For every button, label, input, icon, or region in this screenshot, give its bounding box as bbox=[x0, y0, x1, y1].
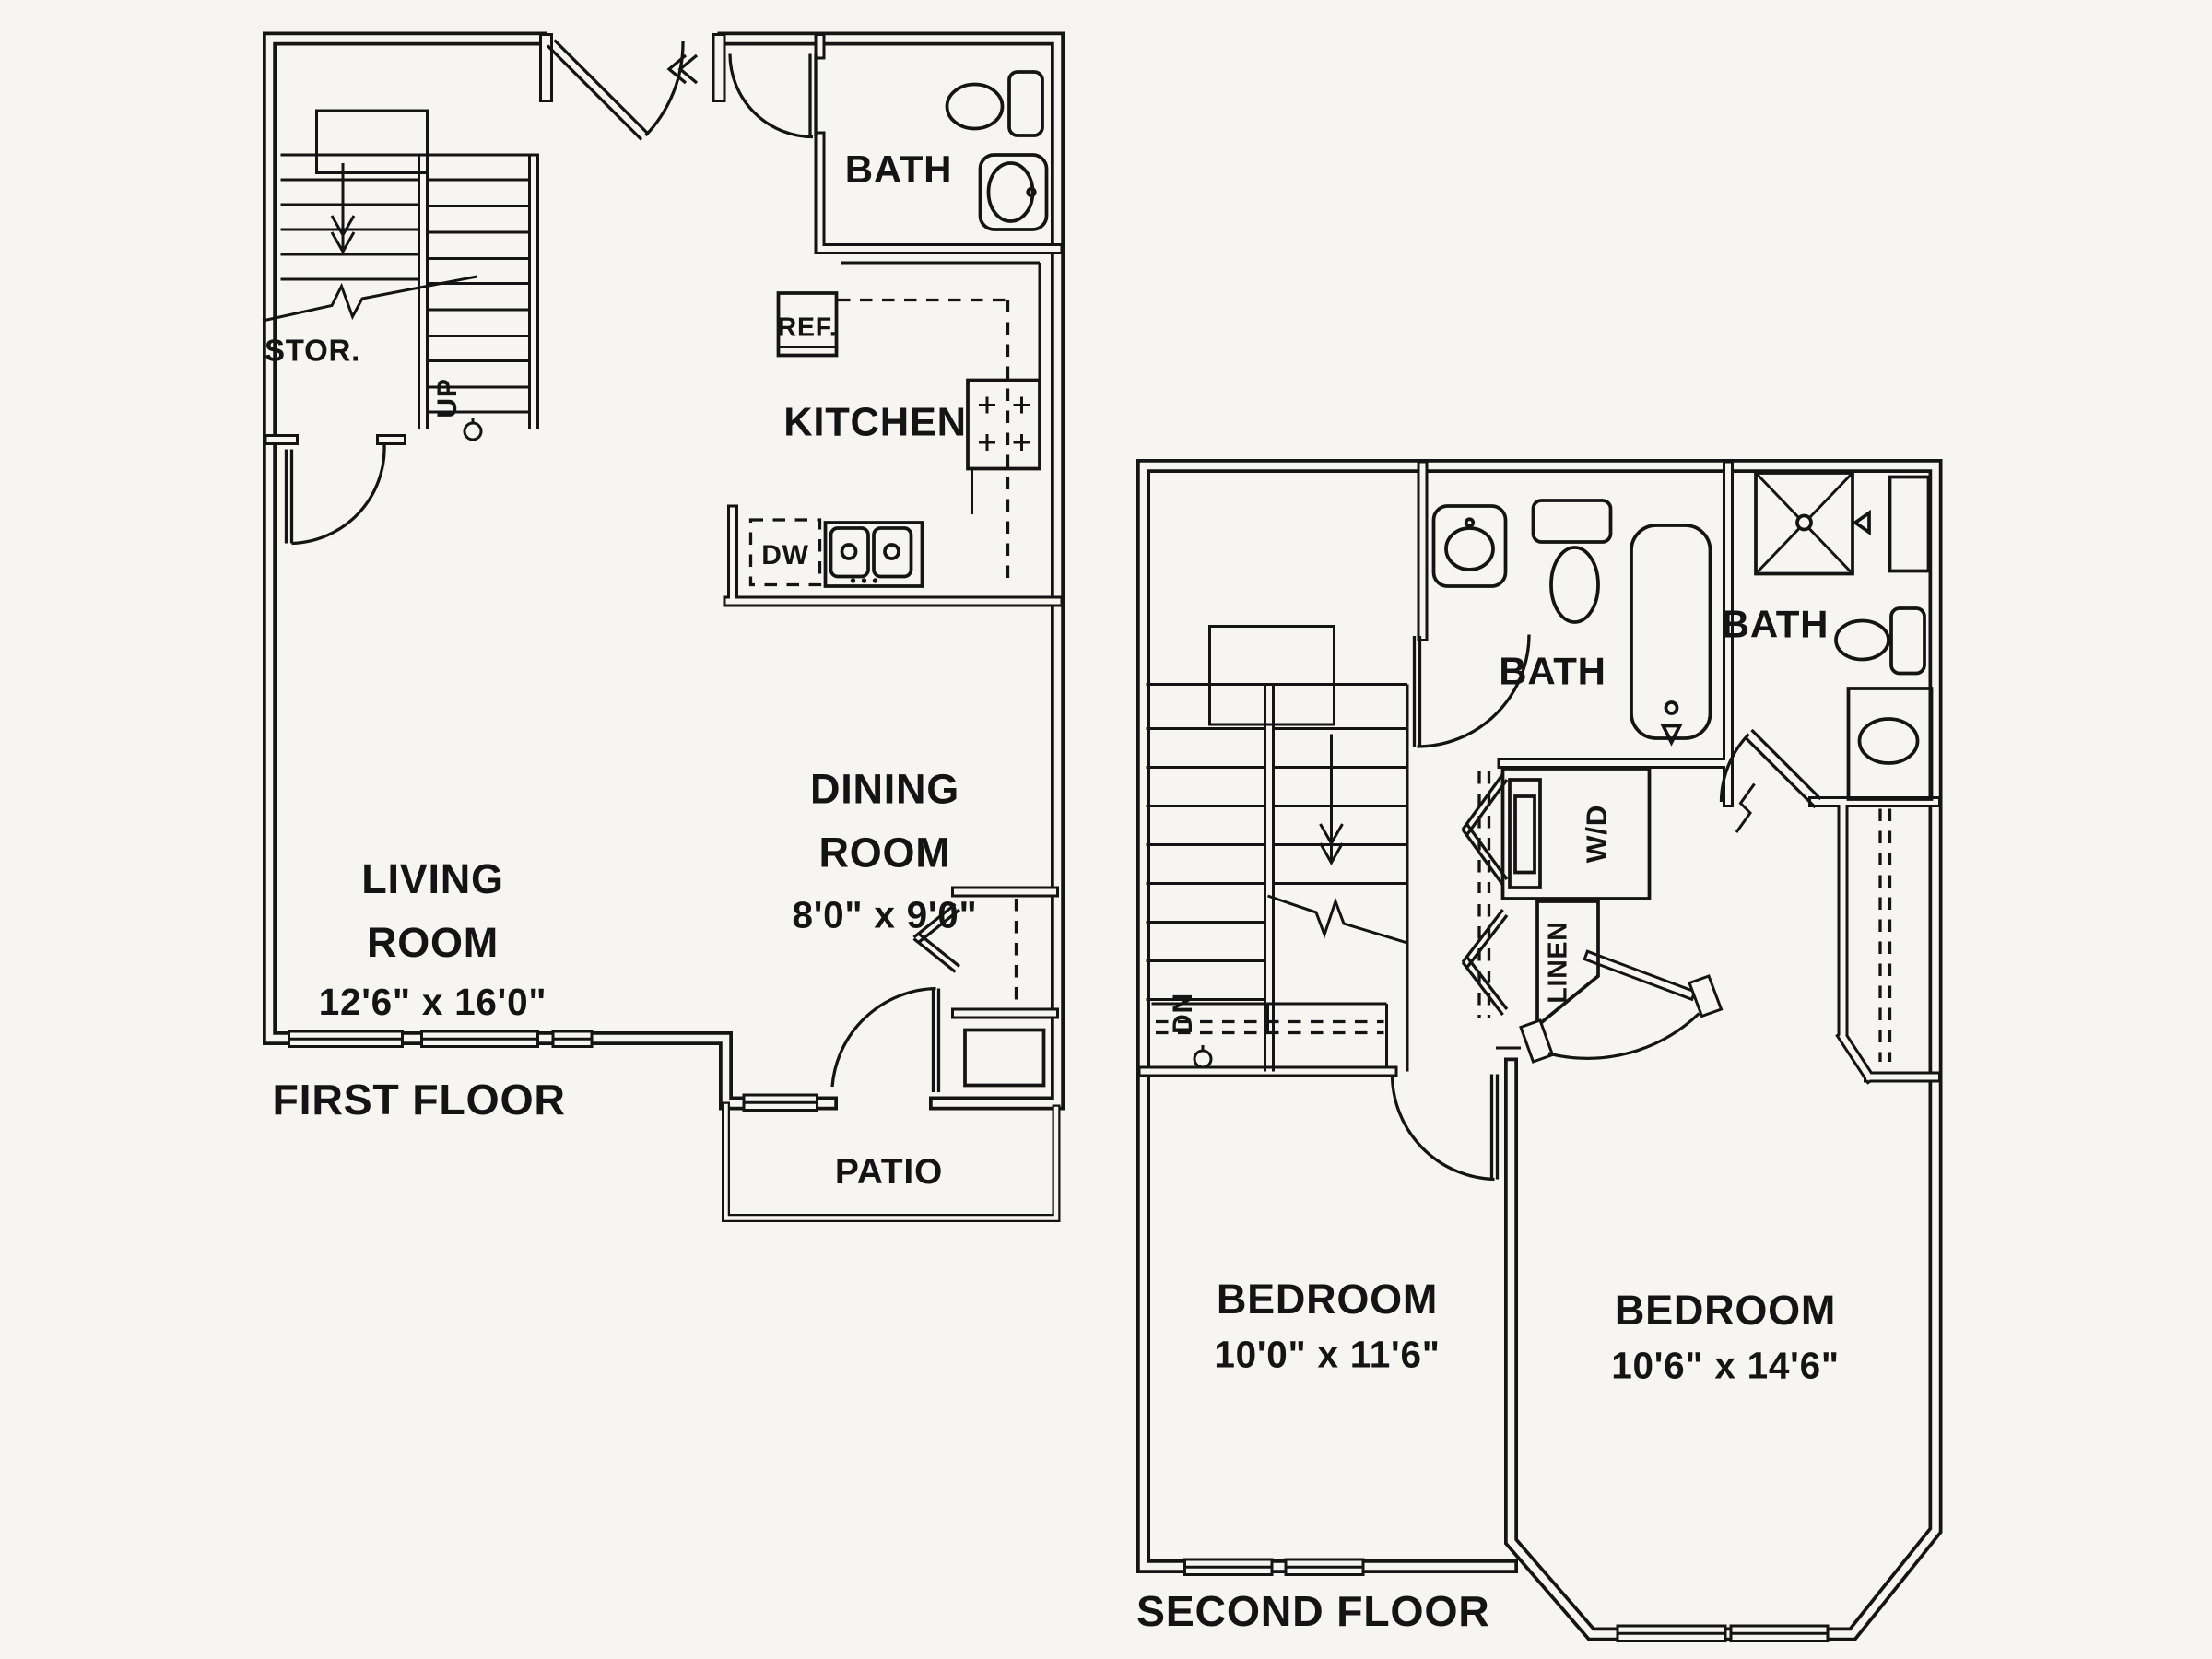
label-living-1: LIVING bbox=[361, 855, 504, 902]
second-floor-windows bbox=[1183, 1558, 1830, 1642]
bath-door bbox=[1719, 728, 1822, 833]
second-floor-main-bath: BATH bbox=[1412, 499, 1712, 748]
second-floor-interior-walls bbox=[1137, 460, 1941, 1085]
staircase-second-floor bbox=[1146, 625, 1409, 1072]
sink-icon bbox=[1431, 504, 1508, 588]
linen-closet bbox=[1535, 900, 1600, 1030]
toilet-icon bbox=[1531, 499, 1613, 624]
entry-door bbox=[539, 33, 726, 141]
refrigerator: REF. bbox=[776, 291, 839, 358]
shower-icon bbox=[1754, 471, 1871, 576]
bedroom2-door bbox=[1496, 974, 1724, 1064]
label-wd: W/D bbox=[1580, 805, 1613, 863]
stair-datum-symbol bbox=[463, 421, 483, 441]
label-bedroom2-name: BEDROOM bbox=[1615, 1287, 1836, 1334]
kitchen-sink-icon bbox=[823, 521, 924, 588]
first-floor-windows bbox=[288, 1030, 818, 1112]
second-floor-plan: BATH BATH bbox=[1136, 459, 1943, 1642]
label-dining-1: DINING bbox=[810, 766, 959, 813]
label-bath-main: BATH bbox=[1499, 650, 1606, 693]
stairs-down-arrow bbox=[330, 163, 356, 255]
counter-edge bbox=[841, 261, 1041, 514]
label-stor: STOR. bbox=[265, 334, 360, 368]
label-first-floor: FIRST FLOOR bbox=[273, 1076, 566, 1124]
dining-closet bbox=[912, 899, 1046, 1088]
second-floor-second-bath: BATH bbox=[1719, 471, 1934, 833]
label-dn: DN bbox=[1168, 993, 1198, 1034]
wall-break-symbol bbox=[1735, 782, 1756, 833]
bifold-door bbox=[1461, 908, 1509, 1017]
kitchen: REF. DW KITCHEN bbox=[748, 261, 1041, 588]
staircase-first-floor bbox=[262, 109, 539, 441]
storage-door bbox=[284, 444, 386, 546]
first-floor-bath: BATH bbox=[728, 53, 1049, 231]
label-dining-2: ROOM bbox=[819, 830, 951, 877]
stove-icon bbox=[966, 378, 1041, 471]
label-up: UP bbox=[432, 378, 463, 418]
entry-direction-chevrons bbox=[666, 53, 699, 85]
label-bath-1f: BATH bbox=[845, 147, 953, 191]
patio-walls bbox=[722, 1101, 1061, 1222]
first-floor-interior-walls bbox=[264, 33, 1064, 1019]
washer-dryer bbox=[1500, 767, 1652, 900]
label-kitchen: KITCHEN bbox=[783, 401, 967, 445]
stairs-down-arrow bbox=[1319, 734, 1344, 866]
label-bath-second: BATH bbox=[1722, 603, 1830, 646]
linen-cabinet bbox=[1888, 475, 1931, 573]
patio-door bbox=[830, 986, 941, 1092]
bedroom1-closet bbox=[1151, 1002, 1388, 1067]
utility-cabinet bbox=[963, 1028, 1046, 1088]
stair-datum-symbol bbox=[1193, 1049, 1213, 1069]
bedroom2-closet bbox=[1878, 808, 1892, 1062]
label-bedroom1-dims: 10'0" x 11'6" bbox=[1214, 1334, 1440, 1376]
label-linen: LINEN bbox=[1544, 921, 1573, 1003]
label-dining-dims: 8'0" x 9'0" bbox=[792, 894, 977, 936]
hall-closets: W/D LINEN bbox=[1461, 767, 1652, 1030]
bathtub-icon bbox=[1630, 524, 1712, 747]
stair-break-line bbox=[262, 275, 477, 323]
toilet-icon bbox=[945, 70, 1044, 137]
bifold-door bbox=[912, 902, 961, 973]
dishwasher: DW bbox=[748, 518, 822, 587]
label-dw: DW bbox=[761, 540, 808, 571]
sink-icon bbox=[1846, 687, 1934, 801]
label-ref: REF. bbox=[778, 313, 838, 343]
sink-icon bbox=[978, 153, 1049, 231]
bifold-door bbox=[1461, 773, 1509, 886]
toilet-icon bbox=[1834, 606, 1926, 676]
label-living-dims: 12'6" x 16'0" bbox=[319, 981, 547, 1023]
stair-break-line bbox=[1267, 894, 1408, 945]
bedroom1-door bbox=[1390, 1074, 1500, 1182]
bath-door bbox=[1412, 634, 1531, 748]
label-bedroom2-dims: 10'6" x 14'6" bbox=[1611, 1345, 1840, 1387]
label-second-floor: SECOND FLOOR bbox=[1136, 1587, 1490, 1635]
label-patio: PATIO bbox=[835, 1152, 943, 1192]
first-floor-plan: BATH REF. DW bbox=[262, 31, 1065, 1222]
label-living-2: ROOM bbox=[367, 919, 499, 966]
upper-cabinet-dashed-line bbox=[838, 298, 1010, 586]
bath-door bbox=[728, 53, 818, 139]
label-bedroom1-name: BEDROOM bbox=[1217, 1276, 1438, 1323]
